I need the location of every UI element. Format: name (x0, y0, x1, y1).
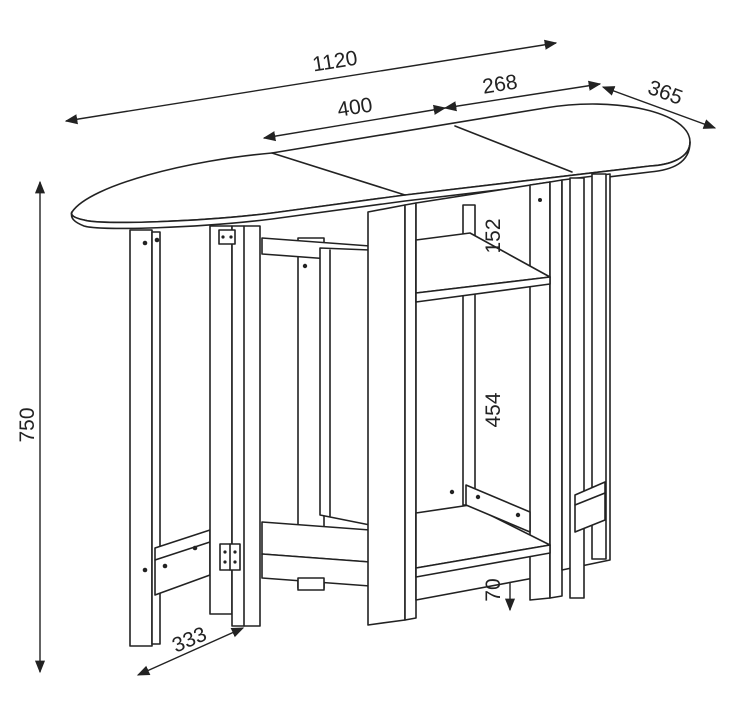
dim-line-depth (601, 86, 717, 129)
hinge-top-icon (218, 229, 236, 245)
left-leaf-joint (271, 152, 406, 196)
right-foot-rail (574, 481, 606, 533)
table-top-edge (70, 141, 691, 230)
upper-shelf-edge (415, 276, 551, 303)
cabinet-left-panel-edge (404, 202, 417, 621)
cabinet-back-panel (319, 247, 371, 526)
left-foot-hole-2 (192, 545, 198, 551)
right-outer-leg (591, 173, 607, 560)
hinge-bottom-screw-2 (233, 550, 237, 554)
left-foot-hole-1 (162, 563, 168, 569)
cabinet-left-panel (367, 204, 406, 626)
left-leg-hole-top (142, 240, 148, 246)
cleat-hole-2 (515, 512, 521, 518)
hinge-top-screw-1 (221, 235, 225, 239)
rear-foot (297, 577, 325, 591)
label-total-length: 1120 (311, 47, 359, 77)
right-foot-rail-edge (574, 492, 606, 506)
left-outer-leg (129, 229, 153, 647)
label-middle-shelf-gap: 454 (482, 392, 505, 427)
cleat-hole-3 (449, 489, 455, 495)
right-inner-leg (569, 177, 585, 599)
right-leaf-joint (454, 125, 573, 173)
left-outer-leg-side (151, 231, 161, 645)
label-upper-shelf-gap: 152 (482, 218, 505, 253)
left-foot-rail (154, 529, 211, 596)
cabinet-right-panel-edge (549, 179, 563, 599)
dim-line-foot-depth (136, 627, 245, 676)
interior-hole-1 (538, 198, 542, 202)
dimension-lines (34, 39, 717, 676)
label-foot-depth: 333 (169, 623, 210, 658)
shelf-cleat (465, 484, 531, 533)
dim-line-center-width (262, 104, 447, 142)
hinge-bottom-screw-4 (233, 560, 237, 564)
label-bottom-clearance: 70 (482, 578, 505, 601)
label-center-width: 400 (336, 93, 374, 121)
dim-line-total-length (64, 39, 558, 125)
center-cabinet (297, 179, 563, 626)
label-wing-width: 268 (481, 70, 519, 98)
lower-shelf-edge (415, 544, 551, 578)
dim-line-wing-width (443, 80, 602, 112)
label-height: 750 (16, 407, 39, 442)
right-wing-supports (561, 173, 611, 599)
left-leg-hole-bottom (142, 567, 148, 573)
table-top (70, 103, 691, 230)
back-structure (261, 237, 371, 589)
hinge-bottom-screw-3 (223, 560, 227, 564)
left-foot-rail-edge (154, 541, 211, 561)
hinge-bottom-screw-1 (223, 550, 227, 554)
cleat-hole-1 (475, 494, 481, 500)
hinge-top-screw-2 (229, 235, 233, 239)
rear-leg-hole (302, 263, 308, 269)
left-leg-hole-top-2 (154, 237, 160, 243)
left-wing-supports (129, 225, 261, 647)
